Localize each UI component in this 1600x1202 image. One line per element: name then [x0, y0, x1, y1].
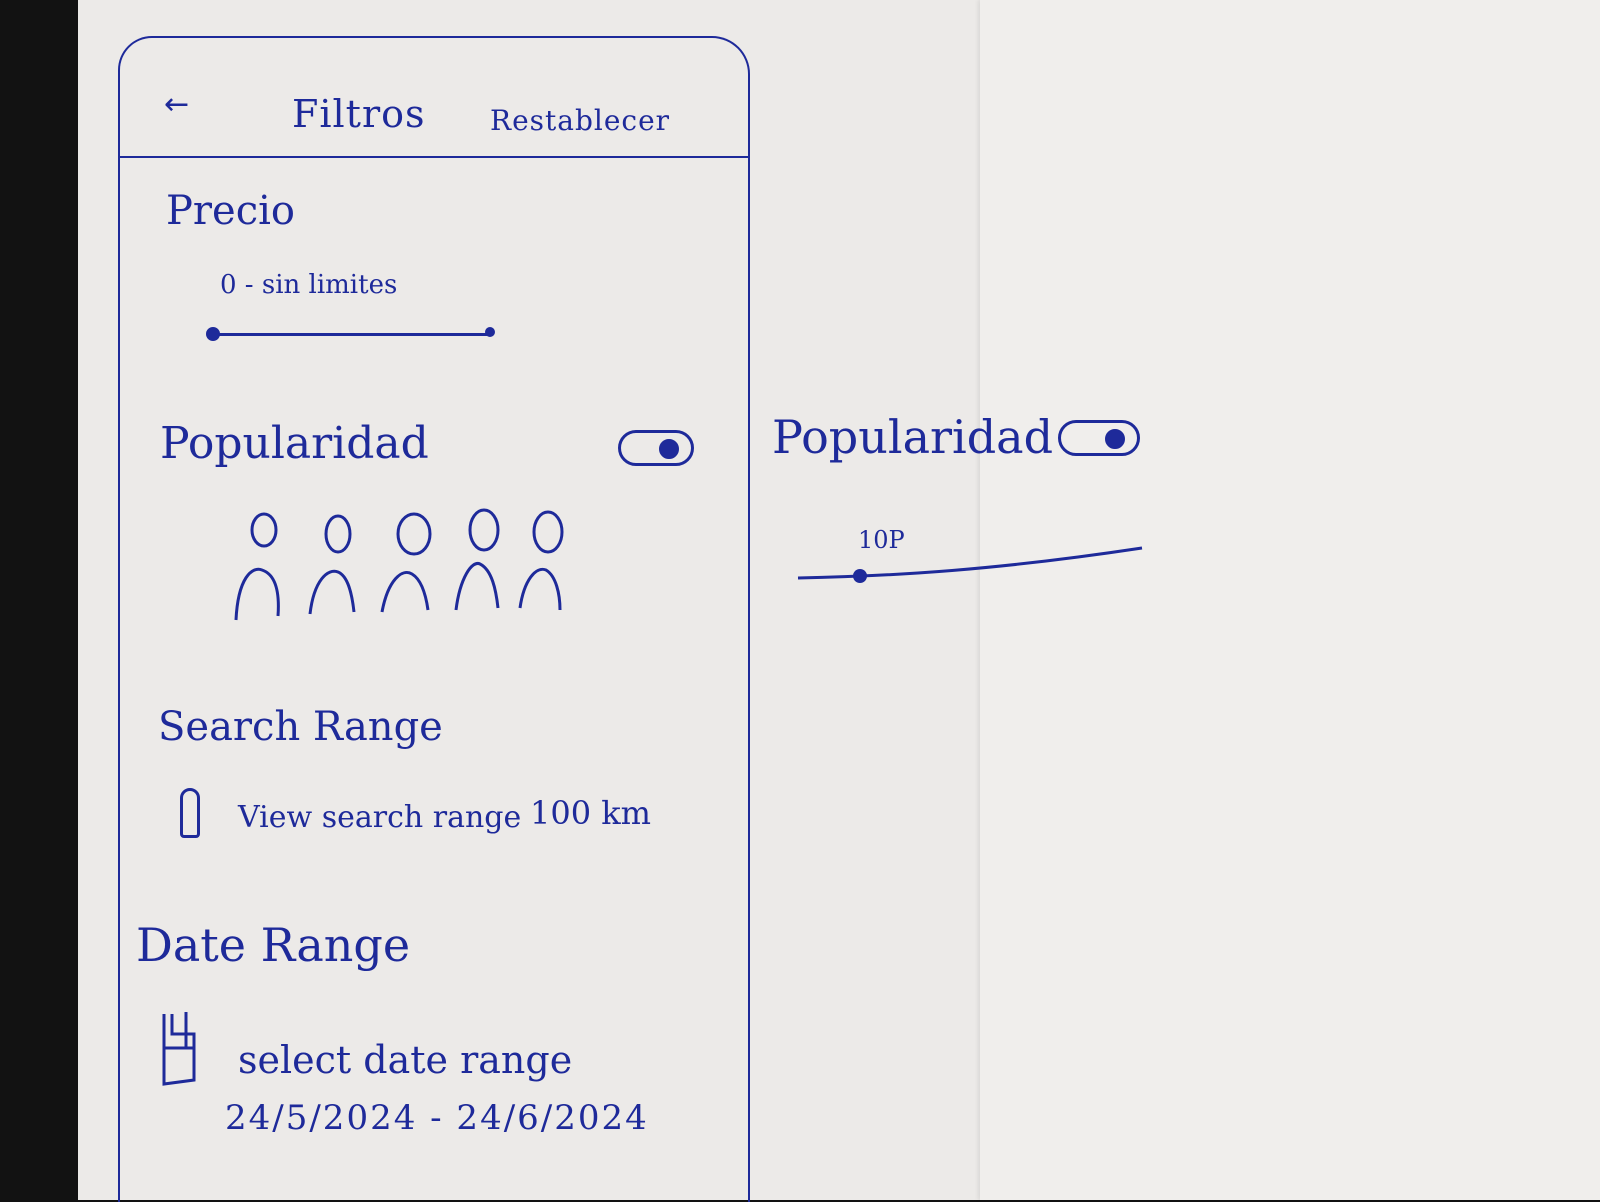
arrow-left-icon[interactable]: ←: [164, 87, 190, 122]
search-range-checkbox[interactable]: [180, 788, 200, 838]
person-icon[interactable]: [230, 508, 290, 628]
paper-sheet-right: [980, 0, 1600, 1200]
popularity-people-row: [230, 508, 570, 628]
popularity-detail-toggle[interactable]: [1058, 420, 1140, 456]
person-icon[interactable]: [376, 508, 436, 628]
search-range-section-title: Search Range: [158, 704, 443, 750]
popularity-toggle[interactable]: [618, 430, 694, 466]
popularity-slider-handle: [853, 569, 867, 583]
phone-frame: ← Filtros Restablecer Precio 0 - sin lim…: [118, 36, 750, 1202]
toggle-knob: [1105, 429, 1125, 449]
price-slider-max-handle[interactable]: [485, 327, 495, 337]
search-range-value: 100 km: [530, 794, 651, 832]
popularity-slider[interactable]: [796, 540, 1146, 590]
person-icon[interactable]: [510, 508, 570, 628]
price-slider-min-handle[interactable]: [206, 327, 220, 341]
popularity-slider-value: 10P: [858, 526, 905, 554]
reset-button[interactable]: Restablecer: [490, 104, 671, 137]
popularity-detail-title: Popularidad: [772, 410, 1054, 464]
popularity-section-title: Popularidad: [160, 418, 429, 469]
date-range-values: 24/5/2024 - 24/6/2024: [225, 1098, 649, 1138]
page-title: Filtros: [292, 92, 426, 136]
search-range-option-label[interactable]: View search range: [238, 800, 522, 835]
filters-header: ← Filtros Restablecer: [120, 38, 748, 158]
price-slider-track[interactable]: [212, 333, 492, 336]
price-range-text: 0 - sin limites: [220, 270, 398, 300]
date-range-checkbox[interactable]: [158, 1004, 202, 1088]
person-icon[interactable]: [448, 508, 508, 628]
date-range-section-title: Date Range: [136, 918, 411, 972]
price-section-title: Precio: [166, 188, 295, 234]
date-range-option-label[interactable]: select date range: [238, 1038, 573, 1082]
person-icon[interactable]: [302, 508, 362, 628]
toggle-knob: [659, 439, 679, 459]
